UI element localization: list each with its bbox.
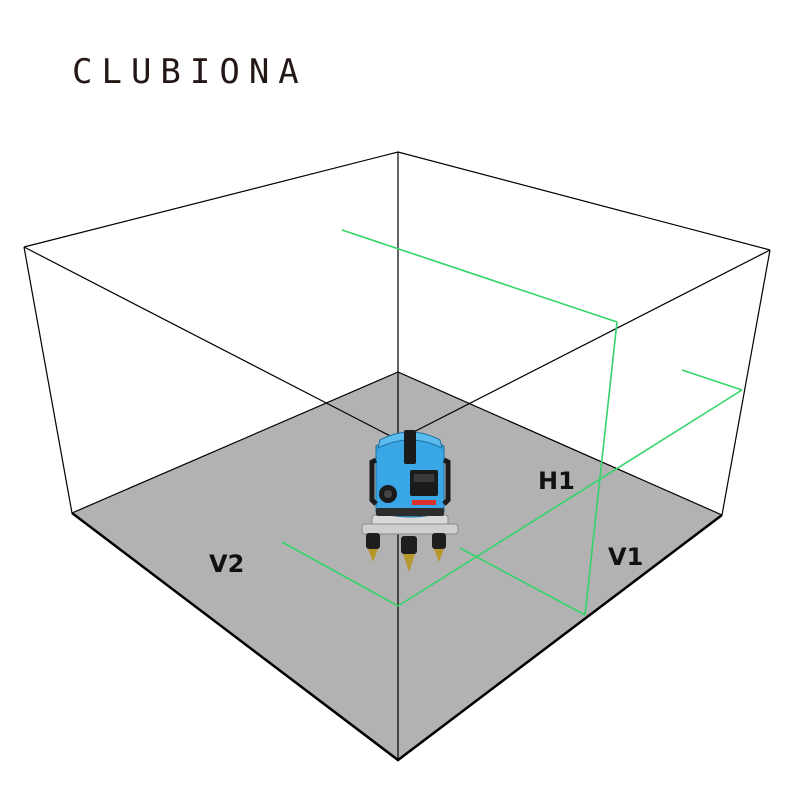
floor-edge: [397, 371, 723, 516]
laser-line-v2: [281, 541, 399, 607]
label-h1: H1: [538, 467, 575, 495]
room-edge: [721, 249, 771, 516]
laser-line-h1-end: [681, 369, 743, 391]
label-v2: V2: [209, 550, 244, 578]
room-edge: [23, 151, 771, 251]
brand-logo: CLUBIONA: [72, 52, 308, 92]
floor: [72, 372, 722, 760]
laser-line-v1-vertical: [584, 321, 618, 616]
room-edge: [23, 246, 399, 441]
room-edge: [23, 246, 73, 514]
laser-lines: [281, 229, 743, 616]
room-edge: [397, 249, 771, 441]
laser-line-v1-wall: [341, 229, 618, 323]
floor-edge: [71, 371, 399, 514]
label-v1: V1: [608, 543, 643, 571]
laser-line-h1: [397, 389, 743, 607]
laser-level-icon: [361, 430, 459, 572]
laser-line-v1-floor: [459, 547, 586, 616]
floor-edge: [71, 512, 723, 762]
